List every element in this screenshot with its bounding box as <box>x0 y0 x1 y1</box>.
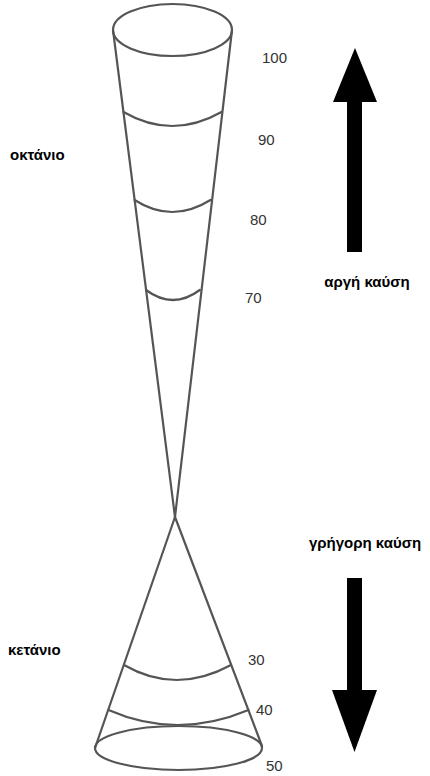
cone-side <box>175 30 232 517</box>
scale-number: 100 <box>262 49 287 66</box>
cone-side <box>175 517 262 746</box>
top-rim <box>113 4 232 56</box>
scale-ring <box>146 290 200 300</box>
arrow-shaft <box>347 578 362 694</box>
figure-label: κετάνιο <box>8 641 61 658</box>
scale-number: 40 <box>256 701 273 718</box>
scale-number: 70 <box>245 289 262 306</box>
figure-label: γρήγορη καύση <box>309 534 421 551</box>
bottom-rim <box>95 726 262 770</box>
figure-label: αργή καύση <box>324 273 409 290</box>
scale-number: 80 <box>250 211 267 228</box>
arrow-head <box>333 48 377 102</box>
scale-number: 50 <box>266 757 283 774</box>
arrow-shaft <box>347 98 362 252</box>
figure-label: οκτάνιο <box>10 146 65 163</box>
cone-side <box>113 30 175 517</box>
scale-ring <box>135 200 211 212</box>
scale-ring <box>109 710 249 725</box>
arrow-head <box>332 690 377 752</box>
scale-ring <box>124 665 231 680</box>
cone-side <box>95 517 175 748</box>
scale-ring <box>124 112 222 126</box>
scale-number: 90 <box>258 131 275 148</box>
scale-number: 30 <box>248 651 265 668</box>
